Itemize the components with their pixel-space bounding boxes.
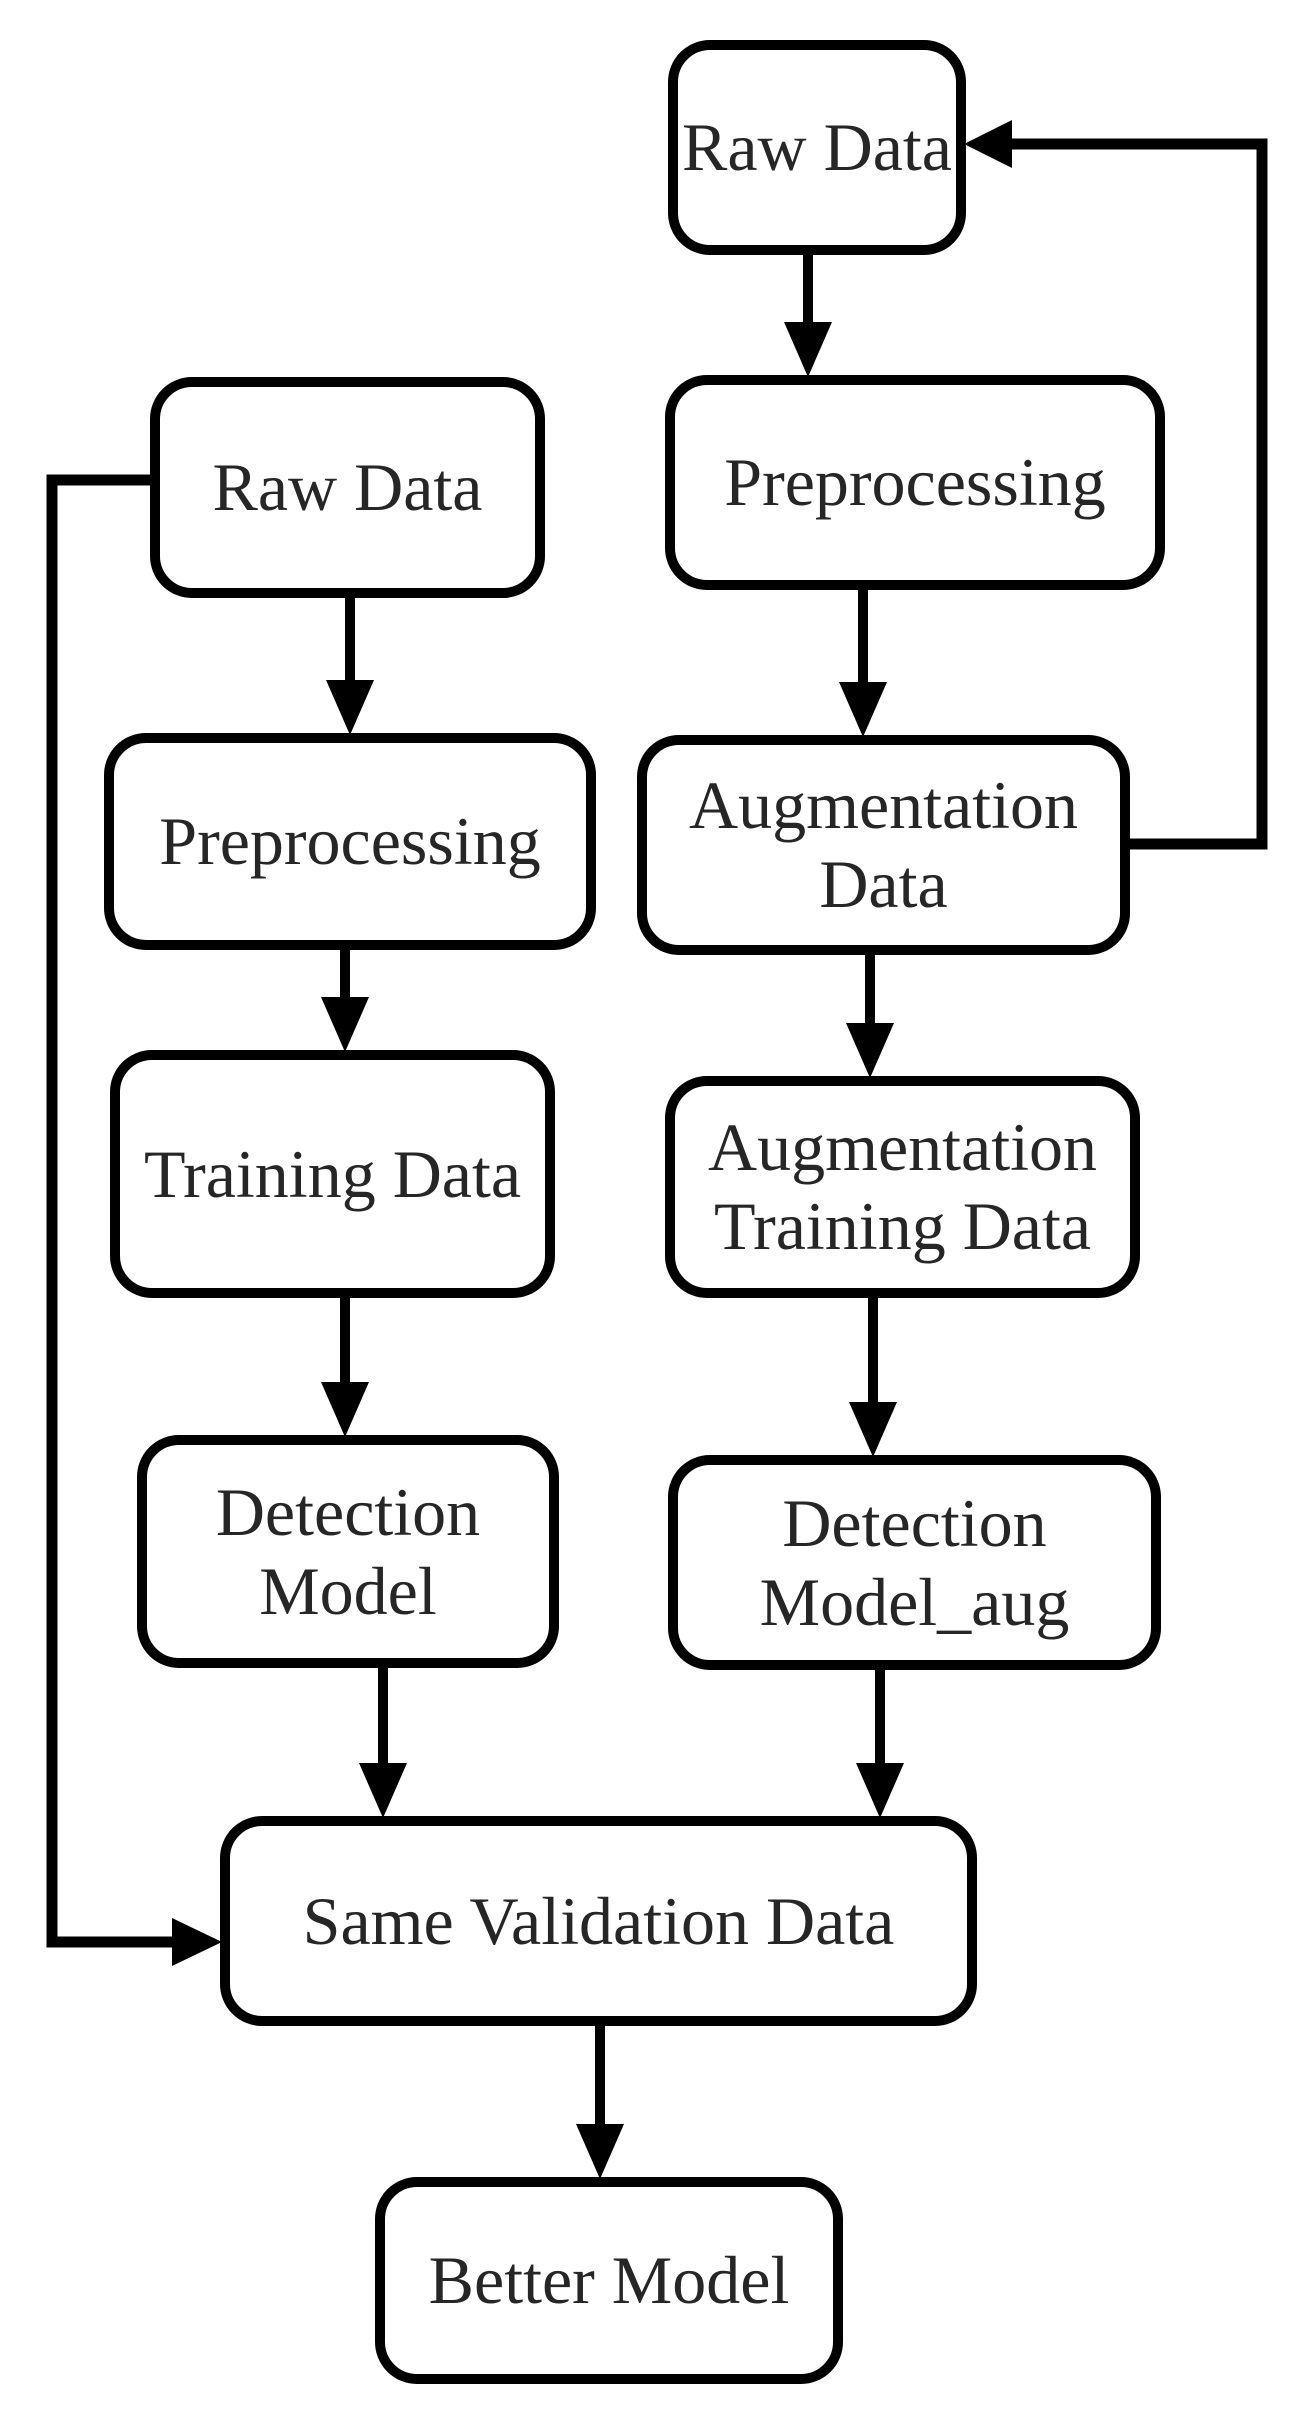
node-augmentation-training-data: Augmentation Training Data [665,1076,1140,1298]
node-label-line1: Augmentation [707,1109,1098,1186]
node-label: Raw Data [681,109,952,186]
arrowhead-down-icon [321,997,369,1052]
arrowhead-left-icon [964,120,1012,168]
node-label-line2: Model [259,1552,437,1629]
node-training-data: Training Data [110,1050,555,1298]
node-raw-data-left: Raw Data [150,377,545,598]
arrowhead-down-icon [576,2124,624,2179]
node-label: Preprocessing [159,803,541,880]
node-better-model: Better Model [375,2177,843,2384]
arrowhead-down-icon [839,682,887,737]
node-label: Training Data [143,1135,522,1212]
node-label-line2: Data [819,846,948,922]
node-label-line1: Augmentation [688,767,1079,844]
arrowhead-down-icon [321,1382,369,1437]
arrowheads [172,120,1012,2179]
node-label-line1: Detection [782,1484,1047,1561]
node-label: Raw Data [212,449,483,526]
node-preprocessing-right: Preprocessing [665,375,1165,590]
node-label-line2: Model_aug [759,1563,1070,1640]
node-raw-data-right: Raw Data [668,40,966,255]
node-preprocessing-left: Preprocessing [104,733,596,950]
arrowhead-down-icon [784,322,832,377]
node-label: Preprocessing [724,444,1106,521]
arrowhead-right-icon [172,1918,222,1966]
arrowhead-down-icon [849,1402,897,1457]
feedback-loop-right-line [1010,138,1268,850]
node-label-line2: Training Data [713,1188,1092,1264]
arrowhead-down-icon [856,1763,904,1818]
arrowhead-down-icon [846,1023,894,1078]
node-detection-model: Detection Model [137,1435,559,1668]
node-label-line1: Detection [215,1473,481,1550]
node-same-validation-data: Same Validation Data [220,1816,977,2026]
node-detection-model-aug: Detection Model_aug [668,1455,1161,1670]
node-augmentation-data: Augmentation Data [637,735,1130,955]
arrowhead-down-icon [326,680,374,735]
straight-connectors [340,253,885,2132]
node-label: Better Model [428,2242,790,2319]
node-label: Same Validation Data [302,1882,895,1959]
bypass-loop-left-line [46,474,180,1948]
arrowhead-down-icon [359,1763,407,1818]
